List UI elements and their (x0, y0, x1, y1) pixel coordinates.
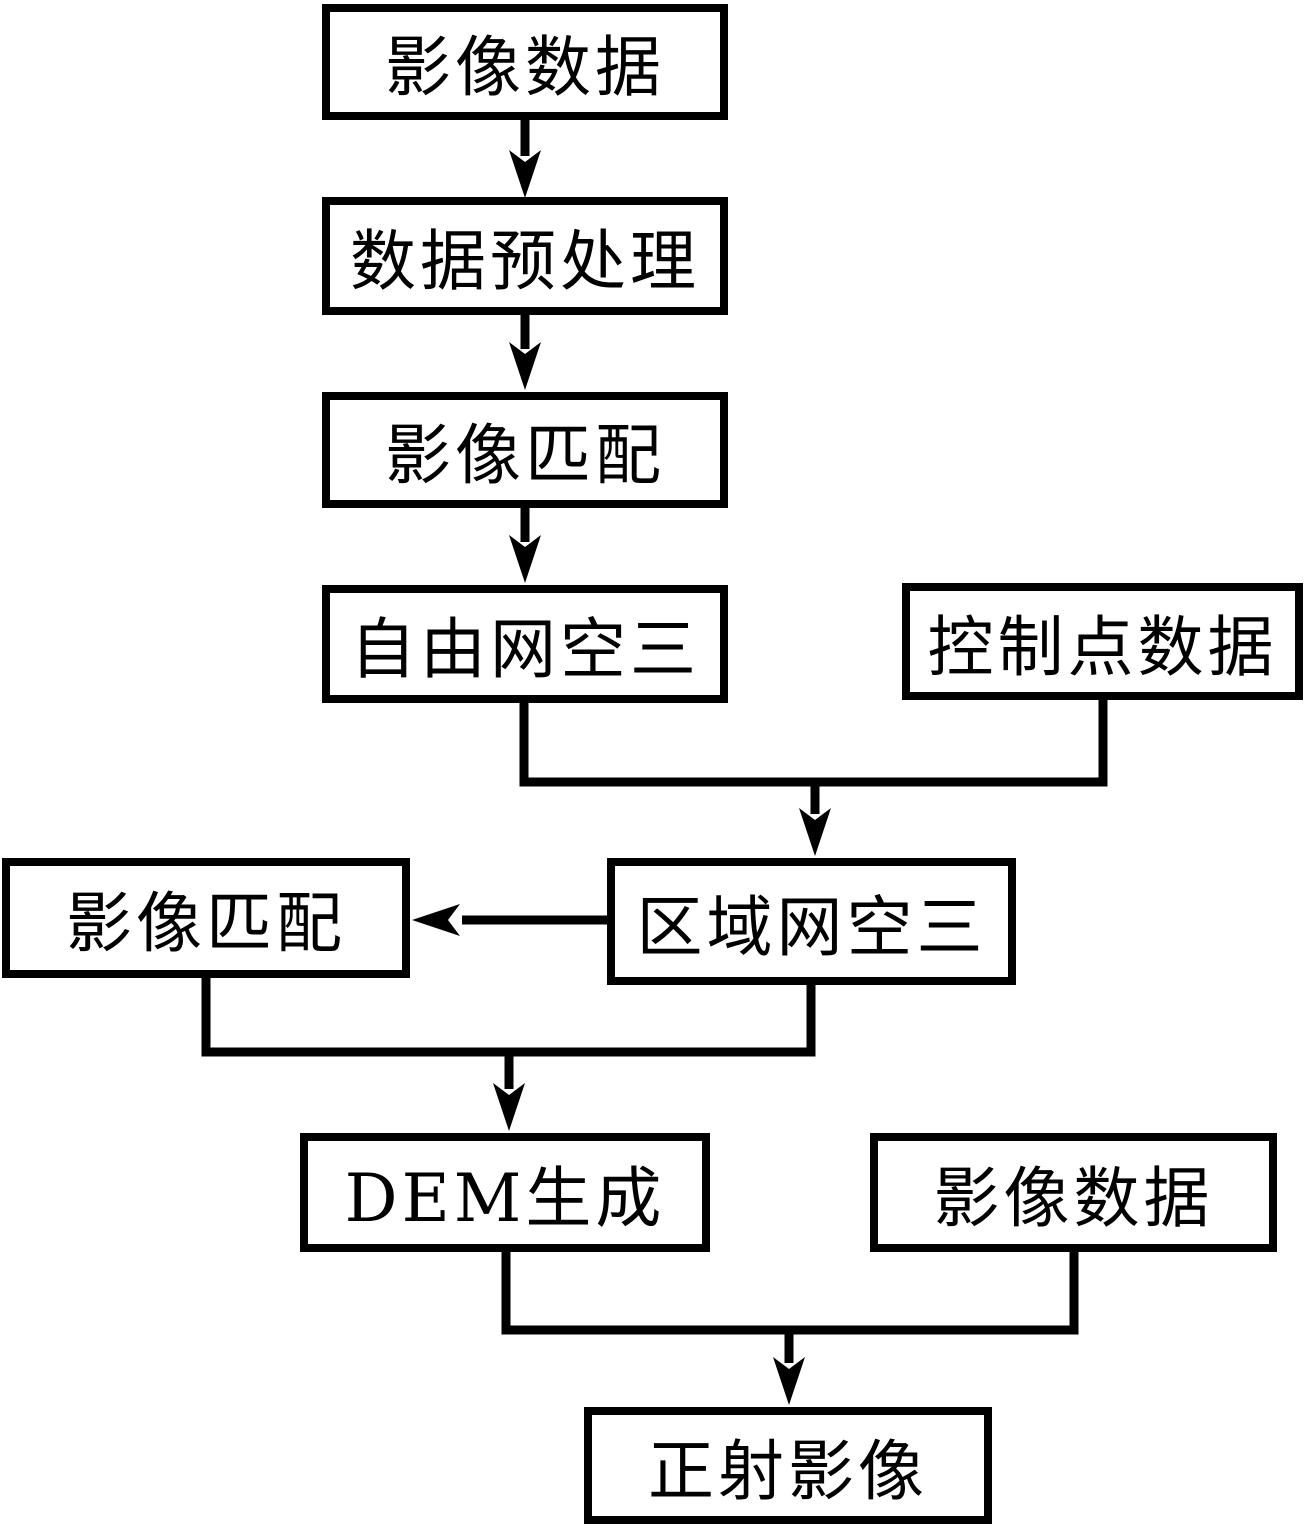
edge-imagedata-to-preprocess (509, 118, 541, 198)
node-label: 区域网空三 (636, 888, 987, 966)
edge-matching1-to-freenet (509, 506, 541, 583)
node-label: 影像数据 (933, 1159, 1214, 1237)
node-data-preprocessing: 数据预处理 (322, 197, 728, 315)
node-image-matching-2: 影像匹配 (2, 858, 410, 978)
node-block-network-aerotriangulation: 区域网空三 (607, 858, 1016, 985)
edge-blocknet-to-matching2 (412, 904, 610, 936)
node-label: 影像匹配 (385, 417, 665, 494)
node-label: 影像匹配 (66, 885, 346, 962)
edge-matching2-blocknet-to-dem (201, 975, 816, 1131)
node-label: 影像数据 (385, 29, 665, 106)
edge-dem-imagedata2-to-orthophoto (501, 1249, 1079, 1405)
edge-freenet-controlpoints-to-blocknet (519, 697, 1108, 856)
edge-preprocess-to-matching1 (509, 313, 541, 390)
node-image-matching-1: 影像匹配 (322, 392, 728, 508)
node-orthophoto: 正射影像 (584, 1407, 992, 1524)
node-label: 正射影像 (648, 1432, 928, 1510)
node-label: 控制点数据 (927, 608, 1278, 686)
node-control-point-data: 控制点数据 (902, 583, 1303, 700)
node-image-data-top: 影像数据 (322, 4, 728, 120)
node-label: DEM生成 (344, 1159, 666, 1237)
node-label: 数据预处理 (350, 223, 700, 300)
node-free-network-aerotriangulation: 自由网空三 (322, 585, 728, 703)
node-dem-generation: DEM生成 (300, 1133, 710, 1252)
node-label: 自由网空三 (350, 611, 700, 688)
node-image-data-2: 影像数据 (870, 1133, 1277, 1252)
